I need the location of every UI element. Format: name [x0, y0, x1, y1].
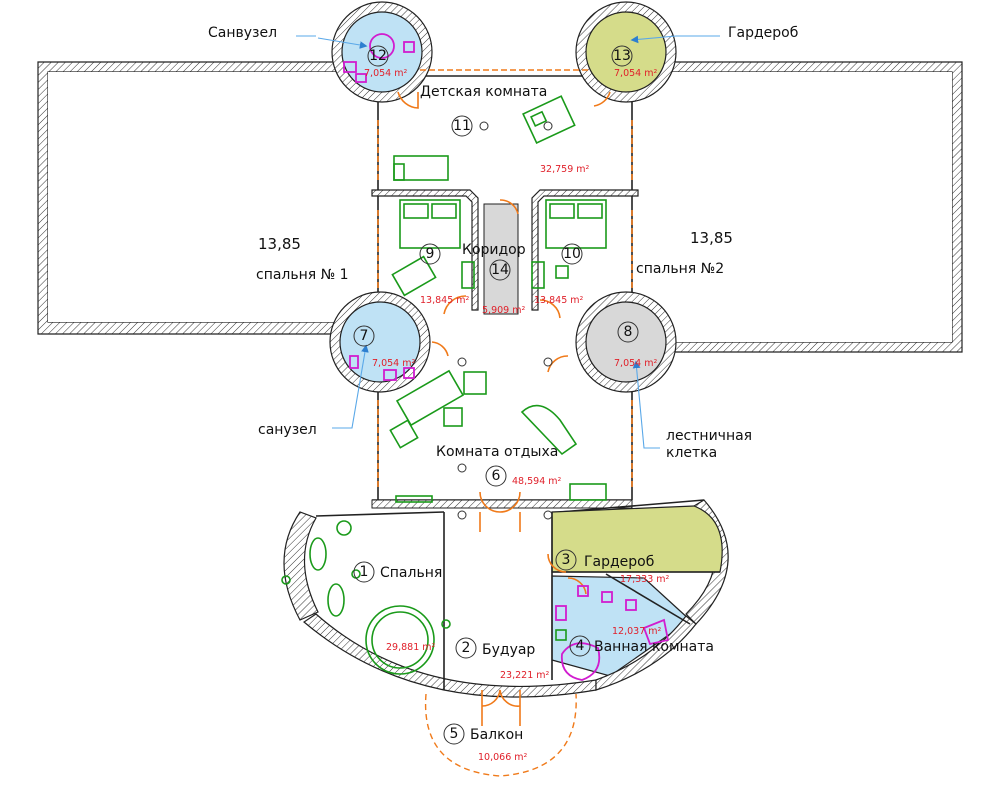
area-room-4: 12,037 m² [612, 626, 662, 637]
room-number-2: 2 [462, 640, 471, 656]
room-areas: 7,054 m² 7,054 m² 32,759 m² 13,845 m² 5,… [364, 68, 670, 763]
label-sanuzel-top: Санвузел [208, 25, 277, 41]
label-balkon: Балкон [470, 727, 523, 743]
room-number-6: 6 [492, 468, 501, 484]
area-room-11: 32,759 m² [540, 164, 590, 175]
label-bedroom1-area: 13,85 [258, 235, 301, 253]
label-bedroom2: спальня №2 [636, 261, 724, 277]
room-number-9: 9 [426, 246, 435, 262]
area-room-9: 13,845 m² [420, 295, 470, 306]
label-stair-2: клетка [666, 445, 717, 461]
room-numbers: 12 13 11 9 14 10 7 8 6 1 3 2 4 5 [353, 45, 639, 745]
room-number-11: 11 [453, 118, 471, 134]
room-number-14: 14 [491, 262, 509, 278]
label-budoar: Будуар [482, 642, 535, 658]
room-labels: Санвузел Гардероб Детская комната Коридо… [208, 25, 798, 743]
bedroom-1-wing [37, 61, 341, 335]
tower-13-garderob [575, 1, 677, 103]
label-sanuzel-left: санузел [258, 422, 317, 438]
room-number-3: 3 [562, 552, 571, 568]
area-room-3: 17,333 m² [620, 574, 670, 585]
area-room-12: 7,054 m² [364, 68, 407, 79]
area-room-5: 10,066 m² [478, 752, 528, 763]
area-room-8: 7,054 m² [614, 358, 657, 369]
room-number-1: 1 [360, 564, 369, 580]
label-garderob-low: Гардероб [584, 554, 654, 570]
room-number-5: 5 [450, 726, 459, 742]
room-number-7: 7 [360, 328, 369, 344]
doors [377, 69, 633, 726]
label-koridor: Коридор [462, 242, 526, 258]
label-spalnya: Спальня [380, 565, 442, 581]
corridor-fill [483, 203, 519, 315]
label-bedroom2-area: 13,85 [690, 229, 733, 247]
label-stair-1: лестничная [666, 428, 752, 444]
label-bedroom1: спальня № 1 [256, 267, 349, 283]
area-room-6: 48,594 m² [512, 476, 562, 487]
room-number-8: 8 [624, 324, 633, 340]
area-room-7: 7,054 m² [372, 358, 415, 369]
tower-7-sanuzel [329, 291, 431, 393]
room-number-13: 13 [613, 48, 631, 64]
room-number-10: 10 [563, 246, 581, 262]
area-room-10: 13,845 m² [534, 295, 584, 306]
area-room-1: 29,881 m² [386, 642, 436, 653]
label-detskaya: Детская комната [420, 84, 547, 100]
label-vannaya: Ванная комната [594, 639, 714, 655]
area-room-13: 7,054 m² [614, 68, 657, 79]
label-komnata-otdykha: Комната отдыха [436, 444, 558, 460]
balcony-outline [424, 693, 577, 777]
plumbing [343, 33, 670, 681]
area-room-14: 5,909 m² [482, 305, 525, 316]
ceiling-lights [457, 121, 553, 520]
bedroom-2-wing [659, 61, 963, 353]
tower-12-sanuzel [331, 1, 433, 103]
area-room-2: 23,221 m² [500, 670, 550, 681]
furniture [281, 95, 607, 675]
leader-lines [296, 35, 720, 449]
label-garderob-top: Гардероб [728, 25, 798, 41]
lower-block [283, 499, 729, 698]
room-number-4: 4 [576, 638, 585, 654]
room-number-12: 12 [369, 48, 387, 64]
